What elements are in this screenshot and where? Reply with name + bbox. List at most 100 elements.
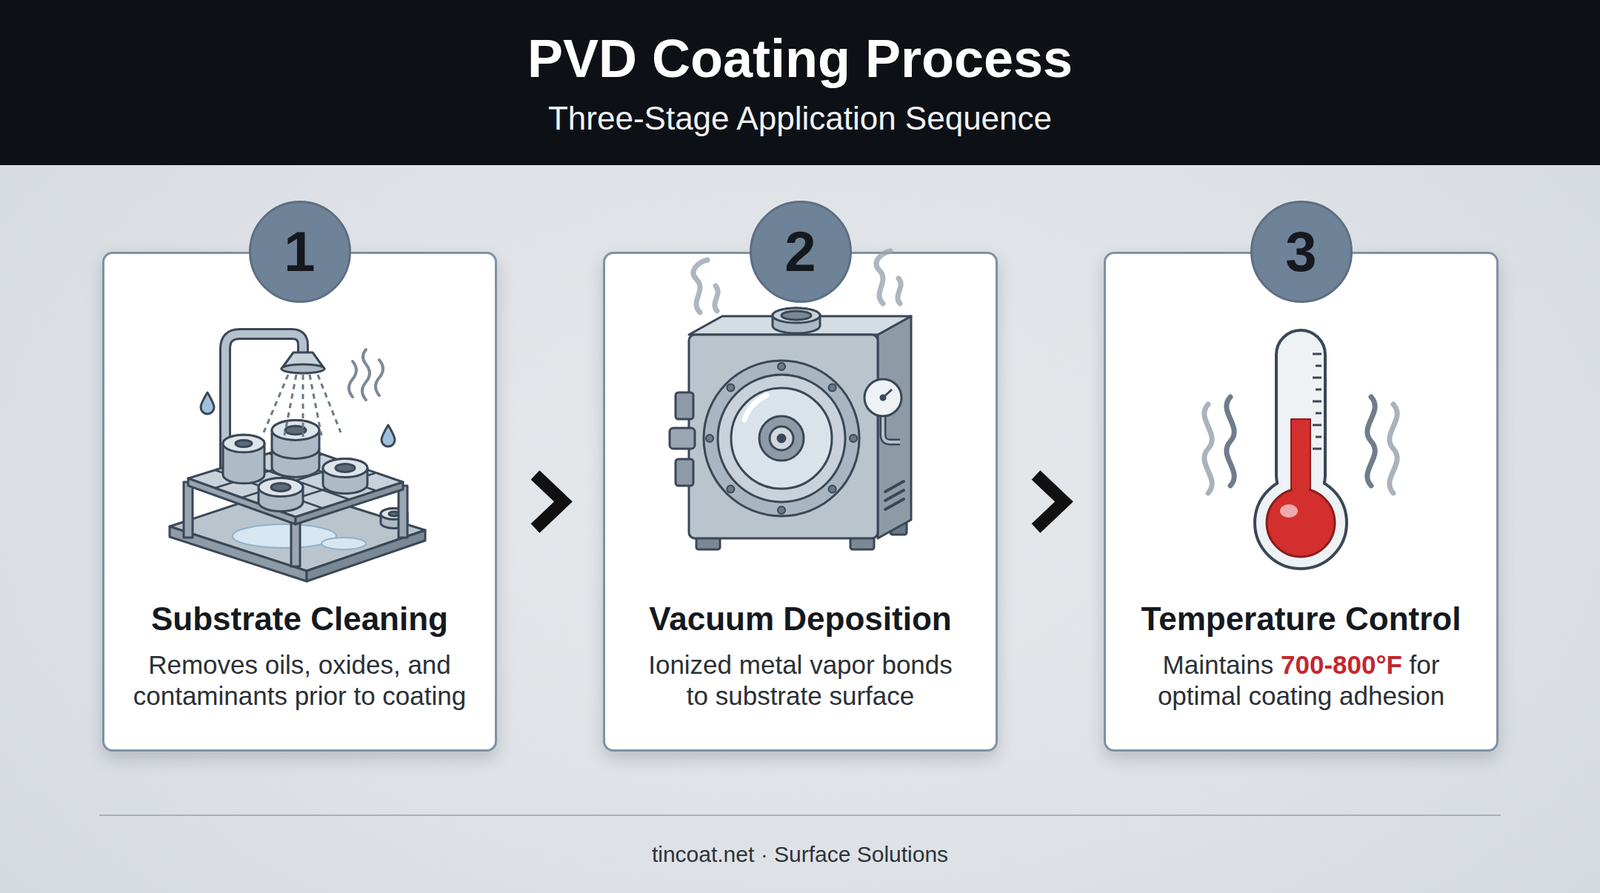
vacuum-chamber-icon-part [688,316,912,335]
process-card: 3Temperature ControlMaintains 700-800°F … [1103,251,1499,752]
vacuum-chamber-icon-part [717,374,846,503]
cleaning-icon-part [271,448,320,459]
step-number-circle: 2 [749,200,852,303]
cleaning-icon-part [348,349,383,400]
vacuum-chamber-icon-part-part [714,285,718,312]
thermometer-icon-part-part [1389,404,1398,494]
cleaning-icon-part [235,440,252,447]
text-run [802,650,810,680]
vacuum-chamber-icon-part [890,520,907,535]
thermometer-icon [1204,330,1398,569]
text-run: bonds [881,650,952,680]
cleaning-icon-part [291,520,300,567]
thermometer-icon-part [1266,488,1335,558]
thermometer-icon-part-part [1315,436,1322,439]
cleaning-icon-part-part [309,374,322,436]
cleaning-icon-part-part [362,349,370,400]
vacuum-chamber-icon-part-part [897,278,901,304]
subtitle-text: Three-Stage Application Sequence [0,99,1600,138]
cleaning-icon-part [222,434,265,484]
cleaning-icon-part [225,334,303,479]
thermometer-icon-part [1204,397,1398,494]
step-number: 1 [283,222,315,282]
flow-chevron [497,501,603,503]
process-card: 1Substrate CleaningRemoves oils, oxides,… [102,251,498,752]
thermometer-icon-part [1291,419,1311,516]
vacuum-chamber-icon-part [688,334,878,539]
text-run: to [686,681,709,711]
thermometer-icon-part-part [1367,397,1375,486]
vacuum-chamber-icon-part [777,434,786,443]
cleaning-icon-part [169,526,307,582]
text-run [1273,650,1281,680]
thermometer-icon-part-part [1312,377,1322,380]
card-heading: Vacuum Deposition [648,600,952,639]
thermometer-icon-part [1254,477,1347,569]
vacuum-chamber-icon-part [769,426,794,451]
cleaning-icon-part [200,392,215,415]
vacuum-chamber-icon-part [772,308,820,334]
thermometer-icon-part-part [1312,400,1322,403]
vacuum-chamber-icon-part-part [828,485,837,494]
cleaning-icon-part [188,445,403,518]
vacuum-chamber-icon-part [864,379,902,417]
text-run: optimal [1157,681,1242,711]
text-run [731,650,740,680]
cleaning-icon-part-part [348,361,357,398]
text-run: and [407,650,451,680]
text-run: Ionized [648,650,732,680]
vacuum-chamber-icon-part-part [885,499,904,510]
text-run [822,681,830,711]
cleaning-icon-part-part [263,374,289,433]
text-run [400,650,409,680]
diagram-title: PVD Coating Process [0,28,1600,89]
step-number-circle: 3 [1250,200,1353,303]
cleaning-icon-part [285,425,306,435]
vacuum-chamber-icon-part [696,533,720,550]
cleaning-icon [169,334,426,582]
thermometer-icon-part-part [1312,353,1322,356]
text-run: metal [739,650,803,680]
text-run: coating [382,681,466,711]
thermometer-icon-part-part [1226,397,1235,486]
thermometer-icon-part [1280,504,1298,518]
vacuum-chamber-icon-part-part [777,506,786,515]
cleaning-icon-part-part [375,360,383,396]
text-run [257,650,266,680]
thermometer-icon-part-part [1312,448,1322,451]
footer-text: tincoat.net · Surface Solutions [0,840,1600,869]
vacuum-chamber-icon-part [882,415,900,443]
vacuum-chamber-icon-part [885,481,904,510]
vacuum-chamber-icon-part-part [705,434,714,443]
thermometer-icon-part-part [1315,388,1322,392]
text-run [375,681,383,711]
thermometer-icon-part [1292,478,1309,501]
vacuum-chamber-icon-part [693,251,901,313]
card-description: Maintains 700-800°F for optimal coating … [1123,649,1480,712]
cleaning-icon-part [232,524,337,549]
vacuum-chamber-icon-part-part [693,260,708,313]
thermometer-icon-part-part [1315,412,1322,415]
text-run: vapor [809,650,875,680]
vacuum-chamber-icon-part [703,360,860,517]
vacuum-chamber-icon-part-part [885,490,904,501]
vacuum-chamber-icon-part-part [726,383,735,392]
cleaning-icon-part-part [302,374,305,438]
step-number: 3 [1285,222,1317,282]
vacuum-chamber-icon-part-part [726,485,735,494]
thermometer-icon-part [1276,330,1326,501]
cleaning-icon-part [380,508,408,520]
vacuum-chamber-icon-part [705,362,858,515]
vacuum-chamber-icon-part [882,389,892,398]
vacuum-chamber-icon-part [850,533,875,550]
text-run: Removes [148,650,258,680]
footer-rule [99,814,1501,817]
vacuum-chamber-icon-part [731,388,832,489]
cleaning-icon-part [271,483,291,492]
process-card: 2Vacuum DepositionIonized metal vapor bo… [602,251,998,752]
cleaning-icon-part [398,485,408,538]
cleaning-icon-part [322,458,368,494]
thermometer-icon-part-part [1312,424,1322,427]
cleaning-icon-part-part [242,462,350,500]
